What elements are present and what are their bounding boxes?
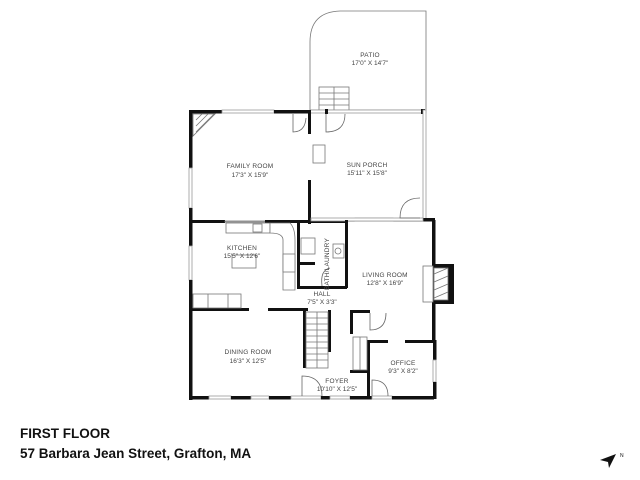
room-label-dining-room: DINING ROOM [225, 349, 272, 356]
north-arrow-icon: N [600, 453, 624, 468]
room-dim-patio: 17'0" X 14'7" [352, 60, 389, 67]
room-label-office: OFFICE [390, 360, 415, 367]
living-room: LIVING ROOM 12'8" X 16'9" [362, 272, 408, 287]
room-label-family-room: FAMILY ROOM [227, 163, 274, 170]
exterior-walls [188, 109, 437, 400]
fireplace [422, 264, 454, 304]
interior-walls [189, 110, 435, 398]
patio: PATIO 17'0" X 14'7" [309, 10, 427, 111]
room-label-hall: HALL [313, 291, 330, 298]
hall: HALL 7'5" X 3'3" [307, 291, 337, 306]
room-dim-foyer: 10'10" X 12'5" [317, 386, 358, 393]
room-label-living-room: LIVING ROOM [362, 272, 408, 279]
closet [352, 312, 387, 371]
svg-text:N: N [620, 453, 624, 459]
room-dim-office: 9'3" X 8'2" [388, 368, 418, 375]
room-dim-kitchen: 15'5" X 12'6" [224, 253, 261, 260]
sun-porch: SUN PORCH 15'11" X 15'8" [312, 113, 421, 219]
office: OFFICE 9'3" X 8'2" [371, 360, 418, 397]
floor-title: FIRST FLOOR [20, 426, 110, 441]
family-room: FAMILY ROOM 17'3" X 15'9" [192, 113, 307, 179]
kitchen-fixtures: KITCHEN 15'5" X 12'6" [192, 222, 296, 309]
room-dim-family-room: 17'3" X 15'9" [232, 172, 269, 179]
address: 57 Barbara Jean Street, Grafton, MA [20, 446, 252, 461]
bath-laundry: BATH/LAUNDRY [300, 238, 345, 290]
room-label-kitchen: KITCHEN [227, 245, 257, 252]
room-label-sun-porch: SUN PORCH [347, 162, 388, 169]
room-label-bath-laundry: BATH/LAUNDRY [324, 238, 331, 290]
room-dim-hall: 7'5" X 3'3" [307, 299, 337, 306]
title-block: FIRST FLOOR 57 Barbara Jean Street, Graf… [20, 426, 251, 461]
foyer: FOYER 10'10" X 12'5" [301, 375, 358, 397]
dining-room: DINING ROOM 16'3" X 12'5" [225, 349, 272, 365]
room-label-patio: PATIO [360, 52, 380, 59]
room-dim-living-room: 12'8" X 16'9" [367, 280, 404, 287]
stairs [305, 311, 329, 369]
room-label-foyer: FOYER [325, 378, 348, 385]
patio-steps [318, 86, 350, 111]
room-dim-sun-porch: 15'11" X 15'8" [347, 170, 388, 177]
room-dim-dining-room: 16'3" X 12'5" [230, 358, 267, 365]
